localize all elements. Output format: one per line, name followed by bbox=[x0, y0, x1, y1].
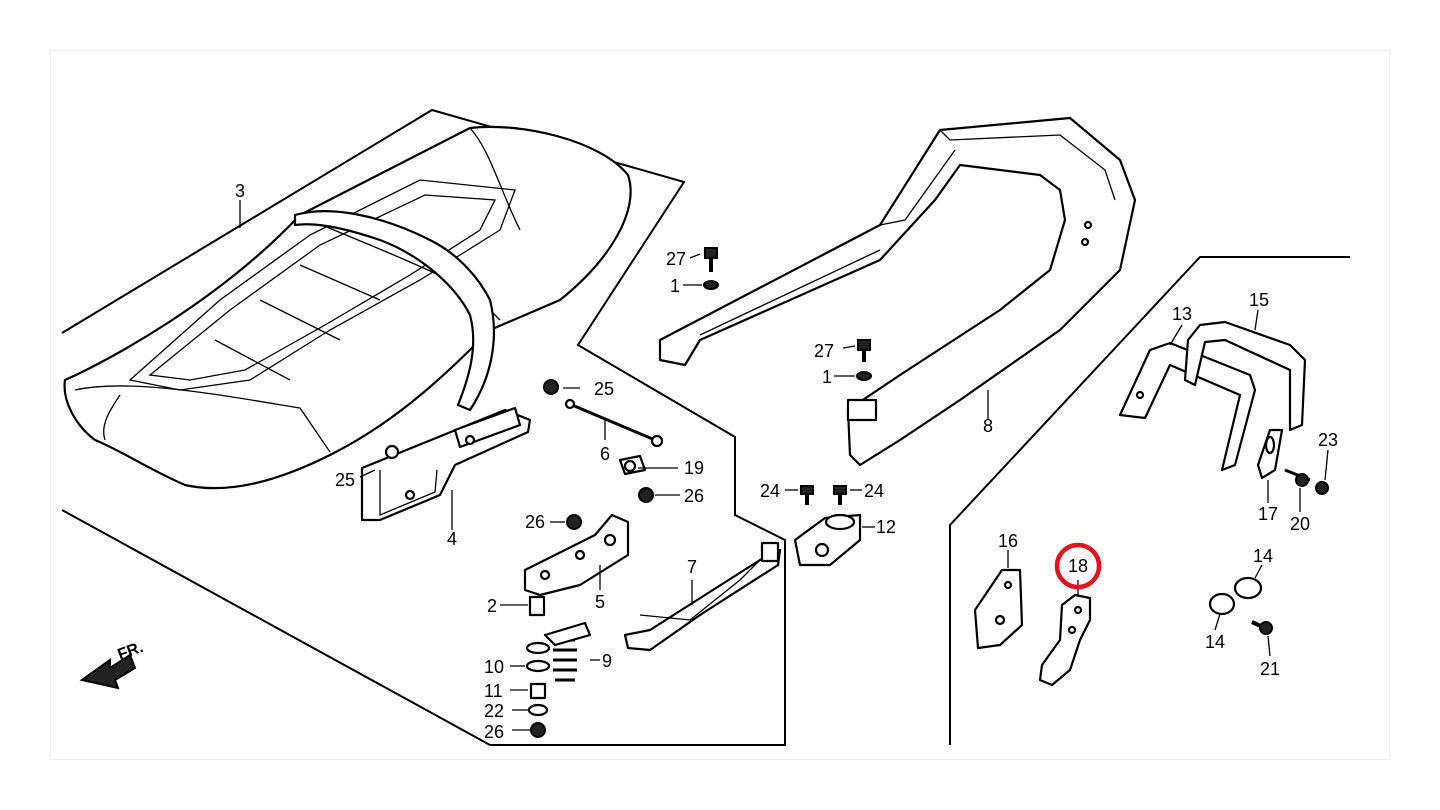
part-13-15-handles bbox=[1118, 320, 1329, 495]
label-21: 21 bbox=[1260, 659, 1280, 679]
label-14a: 14 bbox=[1253, 546, 1273, 566]
label-26c: 26 bbox=[484, 722, 504, 742]
label-9: 9 bbox=[602, 651, 612, 671]
label-24b: 24 bbox=[864, 481, 884, 501]
label-7: 7 bbox=[687, 557, 697, 577]
label-20: 20 bbox=[1290, 514, 1310, 534]
label-24a: 24 bbox=[760, 481, 780, 501]
small-hardware-top bbox=[543, 379, 664, 530]
label-1b: 1 bbox=[822, 367, 832, 387]
part-8-grab-rail bbox=[658, 116, 1137, 467]
front-arrow bbox=[79, 653, 137, 690]
spring-assembly bbox=[525, 621, 592, 738]
label-16: 16 bbox=[998, 531, 1018, 551]
label-1a: 1 bbox=[670, 276, 680, 296]
diagram-frame bbox=[50, 50, 1390, 760]
part-7-lever bbox=[623, 541, 782, 652]
leader-lines bbox=[239, 200, 1329, 731]
part-12-hinge bbox=[793, 485, 862, 567]
label-10: 10 bbox=[484, 657, 504, 677]
label-2: 2 bbox=[487, 596, 497, 616]
label-14b: 14 bbox=[1205, 632, 1225, 652]
label-26b: 26 bbox=[525, 512, 545, 532]
label-11: 11 bbox=[484, 681, 503, 701]
label-15: 15 bbox=[1249, 290, 1269, 310]
part-5-plate bbox=[523, 513, 630, 617]
label-25b: 25 bbox=[335, 470, 355, 490]
seat-drawing bbox=[63, 125, 632, 490]
label-22: 22 bbox=[484, 701, 504, 721]
label-19: 19 bbox=[684, 458, 704, 478]
label-25a: 25 bbox=[594, 379, 614, 399]
label-27a: 27 bbox=[666, 249, 686, 269]
label-18: 18 bbox=[1068, 556, 1088, 576]
label-26a: 26 bbox=[684, 486, 704, 506]
rail-bolts bbox=[703, 247, 872, 381]
label-3: 3 bbox=[235, 181, 245, 201]
label-12: 12 bbox=[876, 517, 896, 537]
label-4: 4 bbox=[447, 529, 457, 549]
part-number-labels: 3 4 25 25 6 19 26 26 5 2 7 9 10 11 22 26… bbox=[116, 181, 1338, 742]
label-13: 13 bbox=[1172, 304, 1192, 324]
part-14-21-hardware bbox=[1208, 576, 1273, 635]
label-6: 6 bbox=[600, 444, 610, 464]
highlight-circle bbox=[1054, 542, 1102, 590]
front-label: FR. bbox=[116, 639, 146, 664]
part-16-18-plates bbox=[973, 568, 1092, 687]
label-8: 8 bbox=[983, 416, 993, 436]
part-4-bracket bbox=[360, 406, 532, 522]
label-5: 5 bbox=[595, 592, 605, 612]
label-17: 17 bbox=[1258, 504, 1278, 524]
label-27b: 27 bbox=[814, 341, 834, 361]
label-23: 23 bbox=[1318, 430, 1338, 450]
